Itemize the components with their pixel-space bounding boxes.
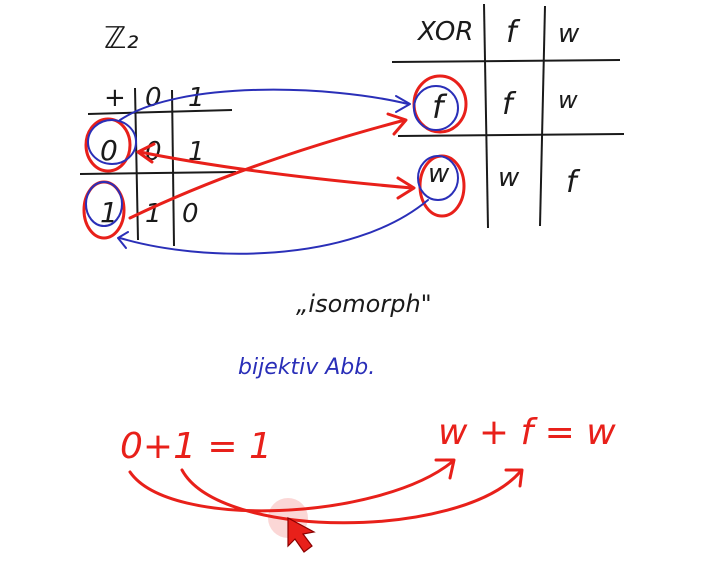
equation-arrows (128, 458, 524, 525)
red-arrow-1-to-f (180, 468, 522, 525)
z2-table: ℤ₂ + 0 1 0 0 1 1 1 0 (79, 21, 237, 247)
xor-table: XOR f w f f w w w f (391, 3, 625, 229)
z2-row-header: 1 (100, 196, 118, 229)
z2-col-header: 0 (145, 83, 162, 113)
z2-row1-blue-circle (85, 181, 123, 227)
z2-row-header: 0 (100, 134, 118, 167)
xor-row-header: w (428, 159, 450, 189)
red-arrowhead (504, 468, 524, 488)
z2-table-title: ℤ₂ (104, 21, 138, 56)
equation-right: w + f = w (438, 412, 616, 453)
xor-grid-vline-2 (539, 5, 546, 227)
xor-grid-vline-1 (483, 3, 489, 229)
isomorph-label: „isomorph" (296, 290, 432, 318)
red-arrow-1-to-f (128, 118, 407, 220)
xor-operator: XOR (416, 17, 473, 47)
xor-grid-hline-2 (397, 133, 625, 137)
z2-grid-hline-2 (79, 171, 237, 175)
blue-arrow-w-to-1 (119, 199, 429, 255)
xor-row0-blue-circle (413, 85, 459, 131)
equation-left: 0+1 = 1 (120, 426, 272, 467)
z2-row0-red-circle (84, 117, 132, 173)
xor-cell: f (566, 165, 581, 200)
xor-cell: f (502, 87, 517, 122)
bijection-label: bijektiv Abb. (238, 355, 375, 380)
xor-cell: w (498, 163, 520, 193)
mapping-arrows (117, 88, 429, 255)
xor-col-header: f (506, 15, 521, 50)
blue-arrow-0-to-f (119, 88, 409, 121)
pointer-cursor (268, 498, 316, 553)
blue-arrowhead (117, 231, 129, 249)
z2-cell: 0 (182, 199, 199, 229)
red-arrow-0-to-w (138, 150, 414, 190)
blue-arrowhead (395, 95, 411, 113)
xor-col-header: w (558, 19, 580, 49)
xor-row1-blue-circle (417, 155, 459, 201)
red-arrowhead (136, 142, 156, 164)
red-arrowhead (386, 112, 408, 136)
xor-cell: w (558, 86, 578, 114)
xor-grid-hline-1 (391, 59, 621, 63)
red-arrow-0-to-w (128, 460, 454, 513)
z2-operator: + (104, 83, 126, 113)
z2-row0-blue-circle (87, 119, 137, 165)
z2-grid-vline-2 (171, 89, 175, 247)
z2-col-header: 1 (188, 83, 205, 113)
z2-cell: 1 (188, 137, 205, 167)
xor-row-header: f (432, 88, 448, 126)
arrow-cursor-icon (287, 516, 316, 553)
red-arrowhead (434, 458, 456, 480)
z2-grid-hline-1 (87, 109, 233, 115)
red-arrowhead (396, 176, 416, 200)
